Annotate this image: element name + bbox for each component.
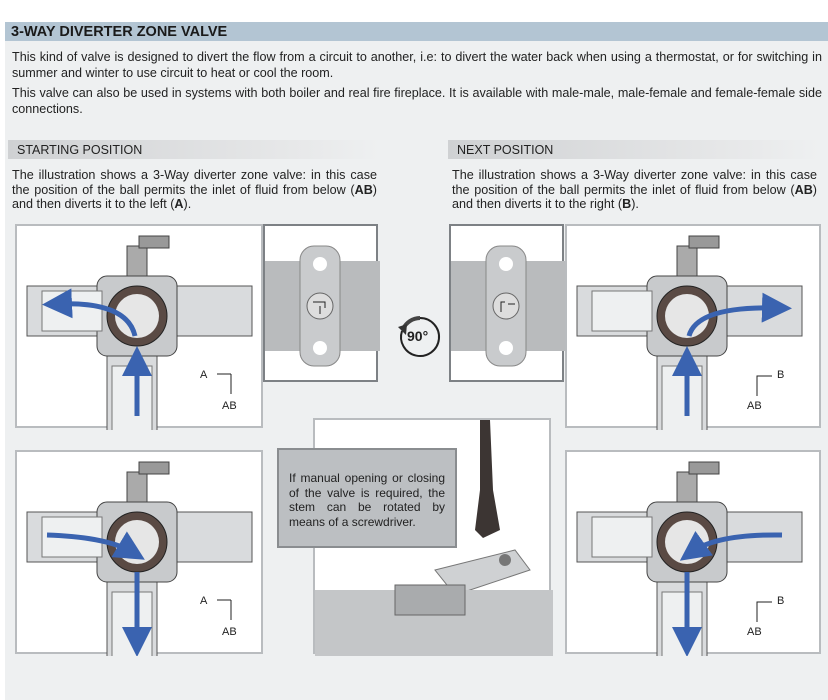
port-ab: AB — [794, 182, 813, 197]
next-position-text: The illustration shows a 3-Way diverter … — [452, 168, 817, 212]
screwdriver-note: If manual opening or closing of the valv… — [277, 448, 457, 548]
port-a: A — [174, 197, 184, 211]
page-title: 3-WAY DIVERTER ZONE VALVE — [5, 22, 828, 41]
starting-position-heading: STARTING POSITION — [8, 140, 380, 159]
text: The illustration shows a 3-Way diverter … — [12, 168, 377, 197]
port-label-b: B — [777, 595, 785, 607]
port-ab: AB — [354, 182, 373, 197]
text: ). — [183, 197, 192, 211]
valve-illustration-start-top: A AB — [15, 224, 263, 430]
rotation-label: 90° — [407, 328, 429, 344]
rotate-90-icon: 90° — [398, 315, 442, 359]
text: ). — [631, 197, 639, 211]
stem-closeup-next — [449, 224, 566, 382]
port-label-b: B — [777, 369, 785, 381]
starting-position-text: The illustration shows a 3-Way diverter … — [12, 168, 377, 212]
port-label-ab: AB — [222, 626, 237, 638]
valve-illustration-next-bottom: B AB — [565, 450, 821, 656]
valve-illustration-next-top: B AB — [565, 224, 821, 430]
intro-paragraph-2: This valve can also be used in systems w… — [12, 86, 822, 116]
text: ) and then diverts it to the left ( — [12, 182, 377, 212]
port-label-ab: AB — [747, 400, 762, 412]
port-label-a: A — [200, 369, 208, 381]
text: ) and then diverts it to the right ( — [452, 182, 817, 212]
valve-illustration-start-bottom: A AB — [15, 450, 263, 656]
port-b: B — [622, 197, 632, 211]
page: 3-WAY DIVERTER ZONE VALVE This kind of v… — [5, 22, 828, 700]
port-label-a: A — [200, 595, 208, 607]
port-label-ab: AB — [747, 626, 762, 638]
stem-closeup-start — [263, 224, 380, 382]
next-position-heading: NEXT POSITION — [448, 140, 820, 159]
intro-paragraph-1: This kind of valve is designed to divert… — [12, 50, 822, 80]
port-label-ab: AB — [222, 400, 237, 412]
text: The illustration shows a 3-Way diverter … — [452, 168, 817, 197]
